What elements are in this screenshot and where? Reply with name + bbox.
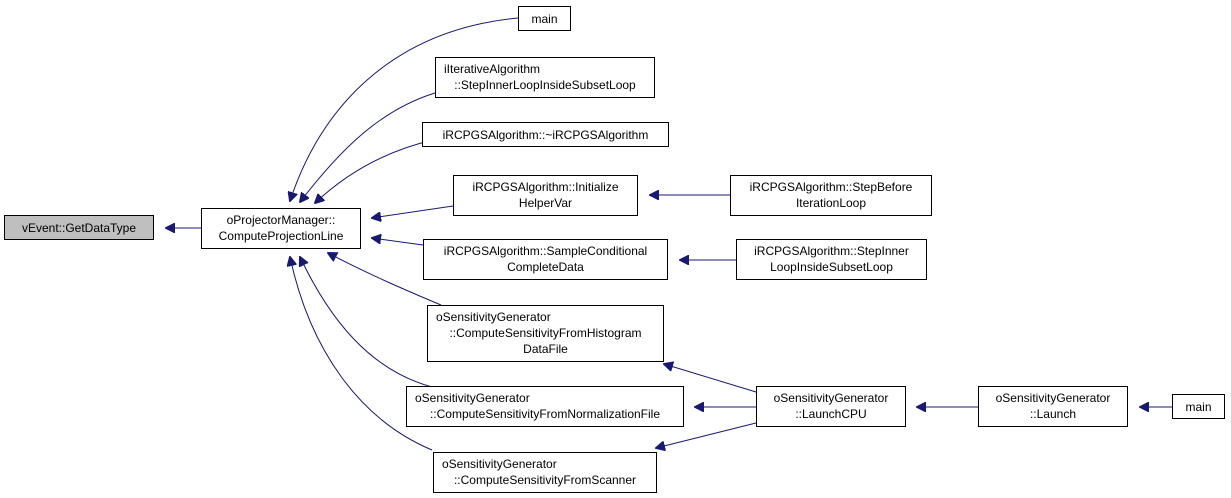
- node-label-line2: ComputeProjectionLine: [219, 229, 344, 243]
- node-label-line1: iIterativeAlgorithm: [444, 62, 540, 76]
- node-sensitivity-normalization[interactable]: oSensitivityGenerator ::ComputeSensitivi…: [406, 386, 684, 427]
- edge-dtor-to-pm: [315, 139, 434, 203]
- node-label-line1: oSensitivityGenerator: [442, 457, 557, 471]
- node-label-line1: oProjectorManager::: [227, 213, 336, 227]
- edge-norm-to-pm: [300, 257, 433, 388]
- node-label-line2: ::LaunchCPU: [795, 407, 866, 421]
- node-sensitivity-launch[interactable]: oSensitivityGenerator ::Launch: [978, 386, 1128, 427]
- node-main-top[interactable]: main: [518, 6, 571, 31]
- edge-init-to-pm: [372, 205, 454, 218]
- edges: [166, 17, 1172, 451]
- node-rcpgs-step-before[interactable]: iRCPGSAlgorithm::StepBefore IterationLoo…: [730, 175, 932, 216]
- node-label-line1: iRCPGSAlgorithm::SampleConditional: [444, 244, 647, 258]
- node-projector-manager[interactable]: oProjectorManager:: ComputeProjectionLin…: [201, 208, 361, 249]
- node-label-line2: ::ComputeSensitivityFromScanner: [454, 473, 636, 487]
- node-sensitivity-launch-cpu[interactable]: oSensitivityGenerator ::LaunchCPU: [756, 386, 906, 427]
- node-rcpgs-sample[interactable]: iRCPGSAlgorithm::SampleConditional Compl…: [423, 239, 668, 280]
- node-label-line2: ::ComputeSensitivityFromHistogram: [449, 326, 641, 340]
- node-rcpgs-step-inner[interactable]: iRCPGSAlgorithm::StepInner LoopInsideSub…: [736, 239, 927, 280]
- node-label-line1: iRCPGSAlgorithm::StepBefore: [750, 180, 913, 194]
- node-sensitivity-histogram[interactable]: oSensitivityGenerator ::ComputeSensitivi…: [427, 305, 664, 362]
- edge-main1-to-pm: [290, 17, 519, 201]
- node-main-bottom[interactable]: main: [1172, 394, 1225, 419]
- edge-scanner-to-pm: [290, 257, 433, 451]
- node-label-line2: HelperVar: [519, 196, 572, 210]
- node-iterative-step-inner[interactable]: iIterativeAlgorithm ::StepInnerLoopInsid…: [435, 57, 655, 98]
- node-label-line2: CompleteData: [507, 260, 584, 274]
- edge-sample-to-pm: [372, 238, 424, 246]
- node-label-line1: oSensitivityGenerator: [415, 391, 530, 405]
- node-label-line1: oSensitivityGenerator: [996, 391, 1111, 405]
- node-label-line1: iRCPGSAlgorithm::Initialize: [472, 180, 618, 194]
- node-label-line2: ::StepInnerLoopInsideSubsetLoop: [454, 78, 636, 92]
- edge-iterstep-to-pm: [300, 92, 436, 202]
- node-label: iRCPGSAlgorithm::~iRCPGSAlgorithm: [443, 128, 649, 142]
- node-rcpgs-destructor[interactable]: iRCPGSAlgorithm::~iRCPGSAlgorithm: [422, 122, 669, 147]
- node-label-line2: LoopInsideSubsetLoop: [770, 260, 893, 274]
- edge-launchcpu-to-scanner: [656, 422, 757, 448]
- node-sensitivity-scanner[interactable]: oSensitivityGenerator ::ComputeSensitivi…: [433, 452, 657, 493]
- node-rcpgs-initialize[interactable]: iRCPGSAlgorithm::Initialize HelperVar: [453, 175, 638, 216]
- node-label-line1: iRCPGSAlgorithm::StepInner: [754, 244, 909, 258]
- node-label: main: [1185, 400, 1211, 414]
- node-root: vEvent::GetDataType: [4, 215, 154, 240]
- node-label-line1: oSensitivityGenerator: [436, 310, 551, 324]
- node-label-line2: IterationLoop: [796, 196, 866, 210]
- node-label-line2: ::Launch: [1030, 407, 1076, 421]
- node-label-line1: oSensitivityGenerator: [774, 391, 889, 405]
- edge-histo-to-pm: [328, 253, 442, 306]
- node-label-root: vEvent::GetDataType: [22, 221, 136, 235]
- edge-launchcpu-to-histo: [664, 364, 757, 393]
- node-label-line2: ::ComputeSensitivityFromNormalizationFil…: [430, 407, 660, 421]
- node-label: main: [531, 12, 557, 26]
- node-label-line3: DataFile: [523, 342, 568, 356]
